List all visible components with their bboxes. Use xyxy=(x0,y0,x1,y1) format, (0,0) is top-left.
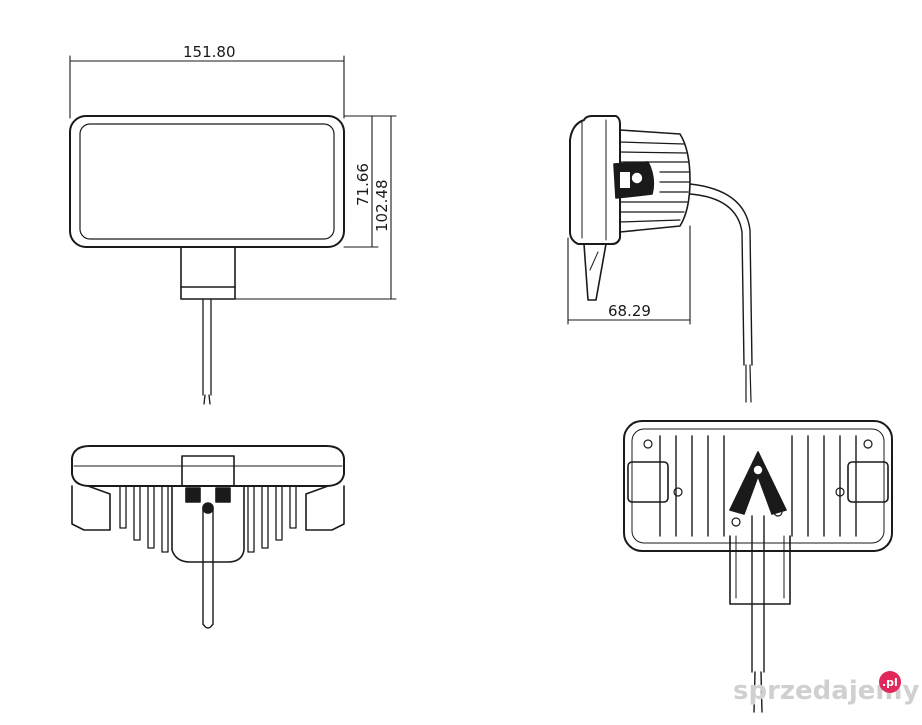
top-left-bracket xyxy=(71,485,111,531)
width-dimension-label: 151.80 xyxy=(183,43,236,61)
side-bezel xyxy=(569,115,621,245)
side-heatsink xyxy=(619,129,691,233)
side-fins xyxy=(619,141,690,223)
top-fins xyxy=(119,485,297,553)
rear-center-bracket xyxy=(729,451,787,515)
top-center-mount xyxy=(171,485,245,563)
watermark-badge xyxy=(879,671,901,693)
front-housing xyxy=(69,115,345,248)
rear-cable xyxy=(751,515,765,713)
top-right-bracket xyxy=(305,485,345,531)
front-mount-block xyxy=(180,246,236,300)
rear-left-bracket xyxy=(627,461,669,503)
side-view: 68.29 xyxy=(567,115,753,403)
front-cable xyxy=(202,298,212,405)
front-view: 151.80 71.66 102.48 xyxy=(69,43,397,405)
top-bracket-bolts xyxy=(185,487,231,514)
depth-dimension xyxy=(567,225,691,325)
rear-housing xyxy=(623,420,893,552)
top-housing xyxy=(71,445,345,487)
width-dimension xyxy=(69,55,345,119)
rear-view xyxy=(623,420,893,713)
side-mount-leg xyxy=(583,243,607,301)
watermark: sprzedajemy .pl xyxy=(733,671,919,706)
front-lens xyxy=(79,123,335,240)
rear-mount-leg xyxy=(729,535,791,605)
top-center-cap xyxy=(181,455,235,487)
lens-height-label: 71.66 xyxy=(354,163,372,206)
top-view xyxy=(71,445,345,629)
depth-dimension-label: 68.29 xyxy=(608,302,651,320)
height-dimensions xyxy=(234,115,397,300)
top-cable xyxy=(202,507,214,629)
watermark-domain: .pl xyxy=(882,676,898,689)
rear-fins xyxy=(659,435,857,537)
side-cable xyxy=(689,183,753,366)
bracket-bolt xyxy=(630,171,644,185)
rear-right-bracket xyxy=(847,461,889,503)
total-height-label: 102.48 xyxy=(373,180,391,233)
